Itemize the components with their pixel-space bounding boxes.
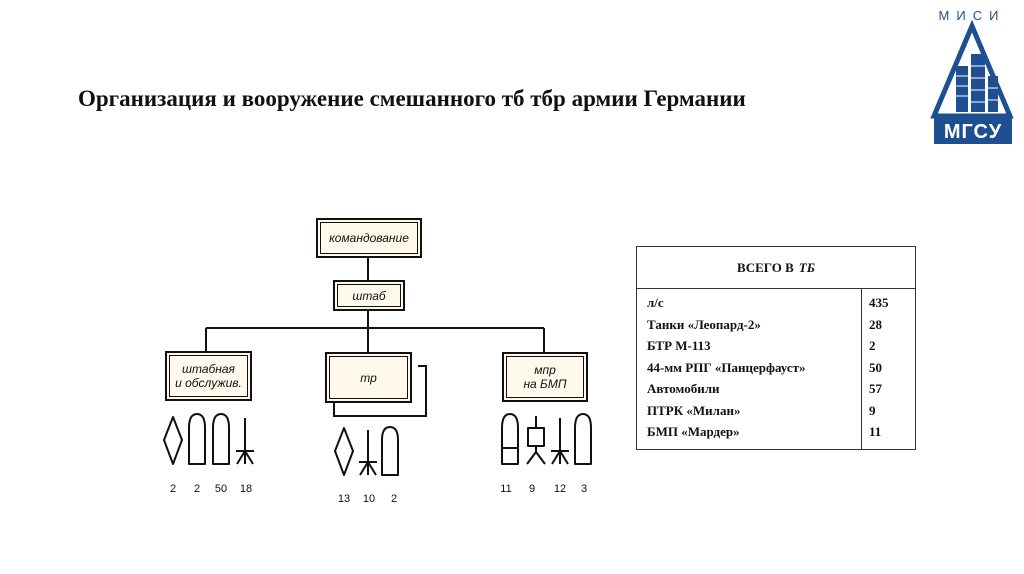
unit-label-line: мпр xyxy=(534,363,556,377)
summary-row-value: 9 xyxy=(869,402,876,418)
vehicle-symbol-icon xyxy=(526,416,546,465)
summary-row-label: БТР М-113 xyxy=(647,338,711,353)
unit-box-hq-service: штабная и обслужив. xyxy=(165,351,252,401)
bullet-symbol-icon xyxy=(188,413,206,465)
bullet-symbol-icon xyxy=(574,413,592,465)
equipment-count: 12 xyxy=(553,483,567,495)
equipment-count: 2 xyxy=(390,493,398,505)
summary-table-header: ВСЕГО В ТБ xyxy=(637,247,915,289)
command-box: командование xyxy=(316,218,422,258)
unit-label-line: и обслужив. xyxy=(175,376,242,390)
equipment-count: 10 xyxy=(362,493,376,505)
equipment-count: 2 xyxy=(193,483,201,495)
anchor-symbol-icon xyxy=(359,430,377,476)
summary-labels: л/с Танки «Леопард-2» БТР М-113 44-мм РП… xyxy=(647,295,806,446)
summary-table: ВСЕГО В ТБ л/с Танки «Леопард-2» БТР М-1… xyxy=(636,246,916,450)
staff-box: штаб xyxy=(333,280,405,311)
mgsu-logo: МИСИ МГСУ xyxy=(926,4,1018,146)
summary-row-value: 11 xyxy=(869,424,882,439)
equipment-count: 13 xyxy=(337,493,351,505)
bullet-symbol-icon xyxy=(381,426,399,476)
summary-row-label: Танки «Леопард-2» xyxy=(647,316,761,332)
slide-title: Организация и вооружение смешанного тб т… xyxy=(78,86,746,111)
summary-header-italic: ТБ xyxy=(798,259,815,275)
summary-row-value: 50 xyxy=(869,359,882,375)
equipment-count: 9 xyxy=(528,483,536,495)
summary-row-label: 44-мм РПГ «Панцерфауст» xyxy=(647,359,806,375)
summary-row-value: 435 xyxy=(869,295,889,310)
anchor-symbol-icon xyxy=(551,418,569,465)
logo-top-text: МИСИ xyxy=(938,8,1006,23)
summary-row-label: ПТРК «Милан» xyxy=(647,402,741,418)
anchor-symbol-icon xyxy=(236,418,254,465)
tr-shadow-frame xyxy=(333,365,427,417)
summary-row-label: Автомобили xyxy=(647,381,720,396)
equipment-count: 2 xyxy=(169,483,177,495)
summary-values: 435 28 2 50 57 9 11 xyxy=(869,295,889,446)
column-divider xyxy=(861,288,862,449)
unit-label-line: штабная xyxy=(182,362,235,376)
equipment-count: 50 xyxy=(214,483,228,495)
diamond-symbol-icon xyxy=(163,416,183,465)
summary-header-main: ВСЕГО В xyxy=(737,259,794,275)
summary-row-value: 2 xyxy=(869,338,876,353)
logo-emblem xyxy=(930,19,1014,144)
summary-row-label: БМП «Мардер» xyxy=(647,424,740,439)
bmp-symbol-icon xyxy=(501,413,519,465)
equipment-count: 3 xyxy=(580,483,588,495)
unit-label-line: на БМП xyxy=(523,377,567,391)
summary-row-value: 28 xyxy=(869,316,882,332)
summary-row-label: л/с xyxy=(647,295,664,310)
unit-box-mech-company: мпр на БМП xyxy=(502,352,588,402)
diamond-symbol-icon xyxy=(334,427,354,476)
summary-row-value: 57 xyxy=(869,381,882,396)
unit-box-tank-company: тр xyxy=(325,352,412,403)
equipment-count: 11 xyxy=(500,483,512,495)
logo-bottom-text: МГСУ xyxy=(943,121,1003,143)
bullet-symbol-icon xyxy=(212,413,230,465)
equipment-count: 18 xyxy=(239,483,253,495)
